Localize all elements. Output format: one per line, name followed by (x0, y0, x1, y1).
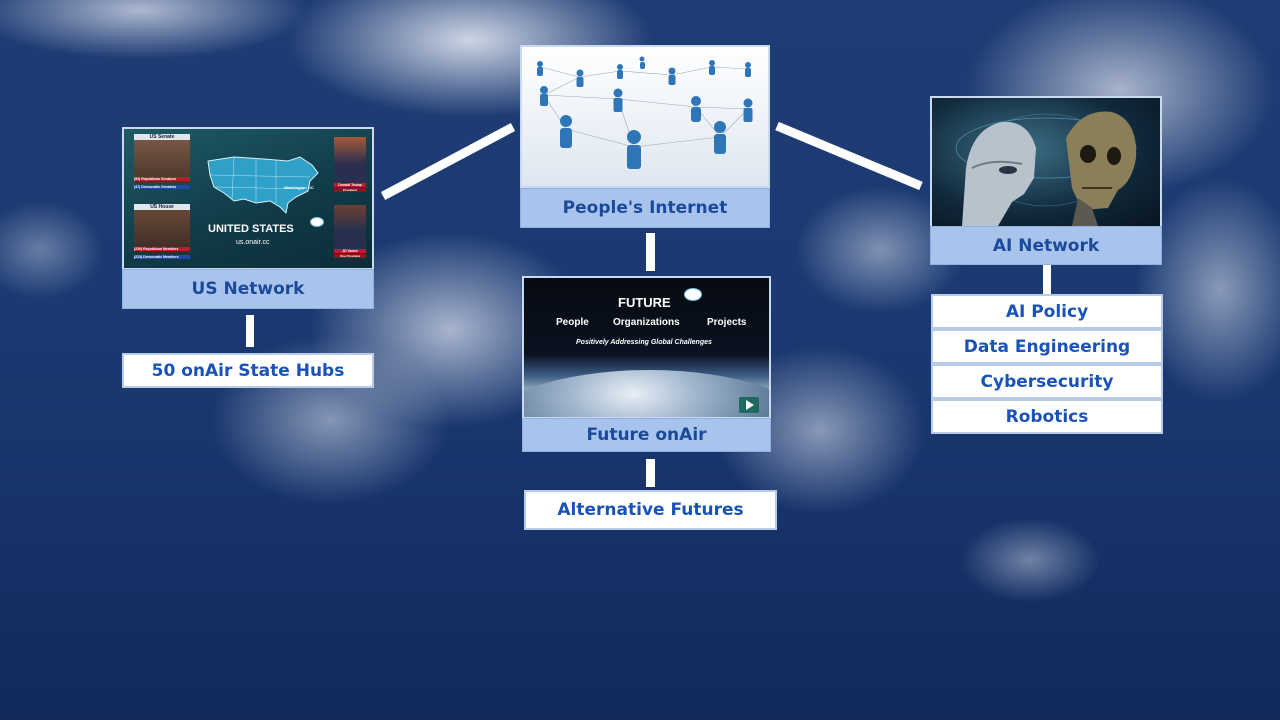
senate-photo (134, 136, 190, 184)
speech-bubble-icon (684, 288, 702, 301)
site-label: us.onair.cc (236, 239, 270, 246)
future-title: FUTURE (618, 295, 671, 310)
state-hubs-box[interactable]: 50 onAir State Hubs (122, 353, 374, 388)
house-r-label: (220) Republican Members (134, 247, 190, 251)
house-heading: US House (134, 204, 190, 210)
country-title: UNITED STATES (208, 223, 294, 235)
president-photo (334, 137, 366, 183)
house-d-label: (213) Democratic Members (134, 255, 190, 259)
future-onair-image[interactable]: FUTURE People Organizations Projects Pos… (522, 276, 771, 419)
senate-heading: US Senate (134, 134, 190, 140)
cybersecurity-box[interactable]: Cybersecurity (931, 364, 1163, 399)
robot-skull-icon (955, 111, 1137, 226)
menu-projects: Projects (707, 317, 747, 328)
dc-label: Washington DC (284, 185, 314, 190)
play-icon[interactable] (739, 397, 759, 413)
future-onair-label[interactable]: Future onAir (522, 418, 771, 452)
president-name: Donald Trump (334, 183, 366, 187)
speech-bubble-icon (310, 217, 324, 227)
people-network-icon (537, 56, 753, 169)
connector-us-to-hubs (246, 315, 254, 347)
senate-d-label: (47) Democratic Senators (134, 185, 190, 189)
president-title: President (334, 188, 366, 192)
house-photo (134, 206, 190, 254)
connector-future-to-alt (646, 459, 655, 487)
peoples-internet-label[interactable]: People's Internet (520, 188, 770, 228)
ai-network-image[interactable] (930, 96, 1162, 228)
senate-r-label: (53) Republican Senators (134, 177, 190, 181)
robotics-box[interactable]: Robotics (931, 399, 1163, 434)
connector-us-to-peoples (380, 123, 516, 200)
people-network-image[interactable] (520, 45, 770, 188)
connector-ai-to-policy (1043, 265, 1051, 294)
data-engineering-box[interactable]: Data Engineering (931, 329, 1163, 364)
us-map-icon (207, 156, 319, 215)
menu-people: People (556, 317, 589, 328)
alternative-futures-box[interactable]: Alternative Futures (524, 490, 777, 530)
ai-policy-box[interactable]: AI Policy (931, 294, 1163, 329)
ai-network-label[interactable]: AI Network (930, 226, 1162, 265)
connector-peoples-to-ai (775, 121, 923, 191)
menu-organizations: Organizations (613, 317, 680, 328)
us-network-label[interactable]: US Network (122, 269, 374, 309)
connector-peoples-to-future (646, 233, 655, 271)
us-network-image[interactable]: US Senate (53) Republican Senators (47) … (122, 127, 374, 270)
vp-name: JD Vance (334, 249, 366, 253)
vp-photo (334, 205, 366, 249)
earth-horizon-image (524, 370, 769, 417)
future-tagline: Positively Addressing Global Challenges (576, 339, 712, 346)
vp-title: Vice President (334, 254, 366, 258)
